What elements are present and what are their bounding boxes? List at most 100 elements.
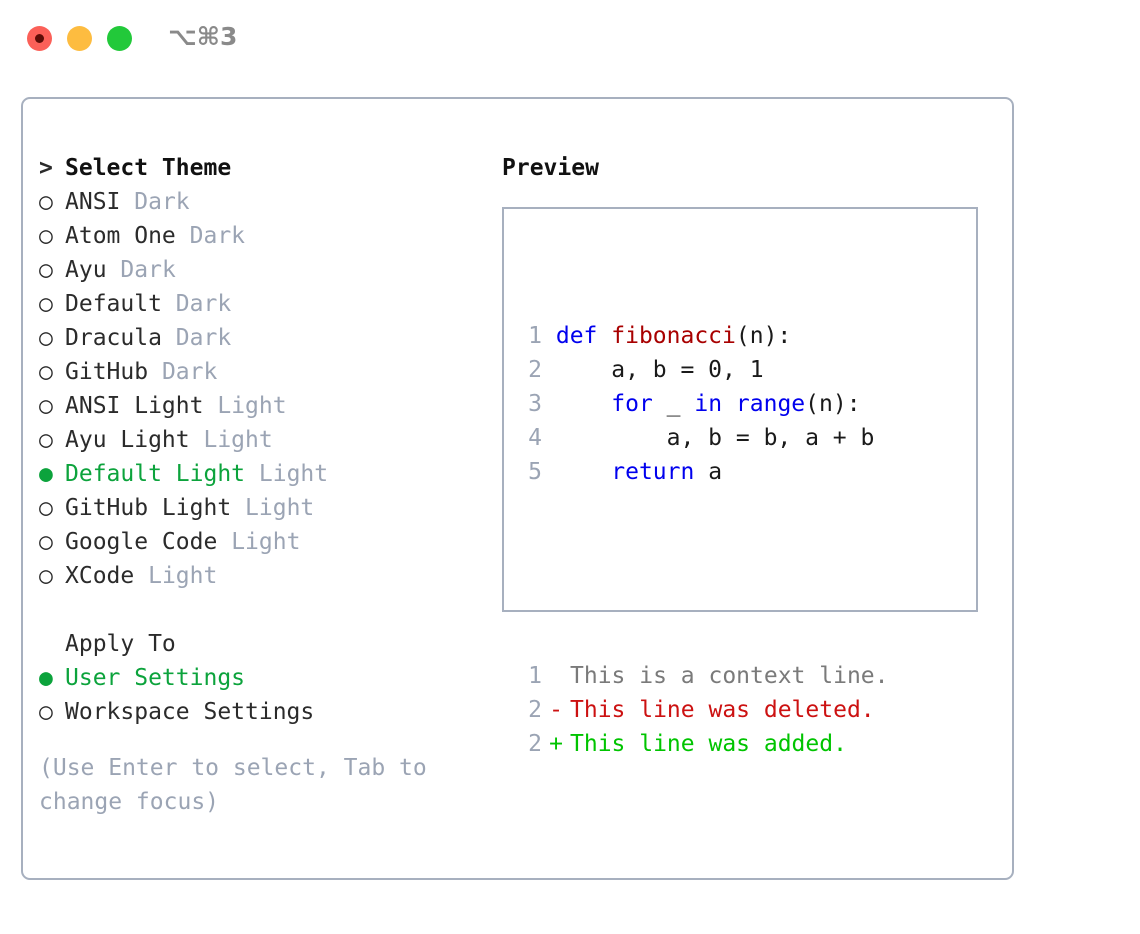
- apply-to-option-label: User Settings: [65, 665, 246, 691]
- theme-option-github-light[interactable]: ○GitHub Light Light: [39, 491, 489, 525]
- window-shortcut-label: ⌥⌘3: [168, 22, 238, 51]
- radio-selected-icon: ●: [39, 461, 53, 487]
- spacer: [134, 563, 148, 589]
- apply-to-options-list[interactable]: ●User Settings○Workspace Settings: [39, 661, 489, 729]
- theme-option-ansi-light[interactable]: ○ANSI Light Light: [39, 389, 489, 423]
- diff-line-text: This is a context line.: [570, 663, 889, 689]
- theme-option-google-code[interactable]: ○Google Code Light: [39, 525, 489, 559]
- code-line: 3 for _ in range(n):: [516, 387, 889, 421]
- select-theme-heading: > Select Theme: [39, 151, 489, 185]
- theme-option-dracula[interactable]: ○Dracula Dark: [39, 321, 489, 355]
- spacer: [162, 325, 176, 351]
- theme-option-default-light[interactable]: ● Default Light Light: [39, 457, 489, 491]
- code-token-plain: [722, 391, 736, 417]
- theme-selector-panel: >Select Theme ○ANSI Dark○Atom One Dark○A…: [21, 97, 1014, 880]
- theme-option-ansi[interactable]: ○ANSI Dark: [39, 185, 489, 219]
- apply-to-heading: Apply To: [65, 631, 176, 657]
- keyboard-hint: (Use Enter to select, Tab to change focu…: [39, 751, 459, 819]
- maximize-window-button[interactable]: [107, 26, 132, 51]
- theme-mode-badge: Light: [231, 529, 301, 555]
- minimize-window-button[interactable]: [67, 26, 92, 51]
- preview-column: Preview 1 def fibonacci(n):2 a, b = 0, 1…: [502, 151, 1002, 757]
- close-icon: [35, 34, 44, 43]
- radio-unselected-icon: ○: [39, 223, 53, 249]
- code-line: 4 a, b = b, a + b: [516, 421, 889, 455]
- spacer: [245, 461, 259, 487]
- theme-option-ayu[interactable]: ○ Ayu Dark: [39, 253, 489, 287]
- select-theme-heading-label: Select Theme: [65, 155, 232, 181]
- theme-option-name: Ayu: [65, 257, 107, 283]
- theme-option-name: Ayu Light: [65, 427, 190, 453]
- spacer: [120, 189, 134, 215]
- code-gutter-space: [542, 391, 556, 417]
- code-line-number: 4: [528, 425, 542, 451]
- code-token-fn: fibonacci: [611, 323, 736, 349]
- code-token-plain: [556, 459, 611, 485]
- theme-option-name: GitHub: [65, 359, 149, 385]
- theme-option-xcode[interactable]: ○ XCode Light: [39, 559, 489, 593]
- theme-mode-badge: Light: [258, 461, 329, 487]
- theme-option-github[interactable]: ○GitHub Dark: [39, 355, 489, 389]
- list-spacer: [39, 593, 489, 627]
- apply-to-option-user-settings[interactable]: ●User Settings: [39, 661, 489, 695]
- theme-mode-badge: Dark: [120, 257, 176, 283]
- theme-mode-badge: Light: [148, 563, 218, 589]
- code-line: 2 a, b = 0, 1: [516, 353, 889, 387]
- diff-line-add: 2+This line was added.: [516, 727, 889, 761]
- code-line-number: 1: [528, 323, 542, 349]
- diff-line-text: This line was deleted.: [570, 697, 875, 723]
- prompt-caret-icon: >: [39, 155, 53, 181]
- code-line-number: 3: [528, 391, 542, 417]
- radio-unselected-icon: ○: [39, 189, 53, 215]
- radio-unselected-icon: ○: [39, 257, 53, 283]
- code-token-plain: a: [694, 459, 723, 485]
- theme-option-name: Atom One: [65, 223, 176, 249]
- diff-line-number: 1: [528, 663, 542, 689]
- theme-option-name: Default Light: [65, 461, 246, 487]
- theme-option-name: XCode: [65, 563, 135, 589]
- code-token-kw: range: [735, 391, 806, 417]
- theme-mode-badge: Light: [245, 495, 315, 521]
- radio-unselected-icon: ○: [39, 427, 53, 453]
- code-token-plain: [556, 391, 611, 417]
- diff-line-del: 2-This line was deleted.: [516, 693, 889, 727]
- theme-mode-badge: Dark: [161, 359, 218, 385]
- spacer: [190, 427, 204, 453]
- spacer: [162, 291, 176, 317]
- code-token-plain: _: [652, 391, 695, 417]
- theme-option-default[interactable]: ○Default Dark: [39, 287, 489, 321]
- radio-unselected-icon: ○: [39, 699, 53, 725]
- diff-lines: 1 This is a context line.2-This line was…: [516, 659, 889, 761]
- code-token-kw: for: [611, 391, 653, 417]
- theme-option-name: Google Code: [65, 529, 218, 555]
- radio-unselected-icon: ○: [39, 563, 53, 589]
- code-line-number: 5: [528, 459, 542, 485]
- theme-option-ayu-light[interactable]: ○ Ayu Light Light: [39, 423, 489, 457]
- preview-heading: Preview: [502, 155, 599, 181]
- code-token-plain: (n):: [735, 323, 792, 349]
- theme-option-name: Dracula: [65, 325, 162, 351]
- code-line: 5 return a: [516, 455, 889, 489]
- code-token-plain: a, b = 0, 1: [555, 357, 764, 383]
- code-gutter-space: [542, 425, 556, 451]
- theme-options-list[interactable]: ○ANSI Dark○Atom One Dark○Ayu Dark○Defaul…: [39, 185, 489, 593]
- diff-line-context: 1 This is a context line.: [516, 659, 889, 693]
- apply-to-option-workspace-settings[interactable]: ○Workspace Settings: [39, 695, 489, 729]
- theme-mode-badge: Dark: [175, 291, 232, 317]
- theme-option-atom-one[interactable]: ○Atom One Dark: [39, 219, 489, 253]
- code-token-kw: in: [694, 391, 723, 417]
- spacer: [148, 359, 162, 385]
- code-line-number: 2: [528, 357, 542, 383]
- window-titlebar: ⌥⌘3: [0, 0, 1140, 78]
- radio-unselected-icon: ○: [39, 393, 53, 419]
- theme-list-column: >Select Theme ○ANSI Dark○Atom One Dark○A…: [39, 151, 489, 819]
- code-token-plain: a, b = b, a + b: [555, 425, 875, 451]
- theme-mode-badge: Light: [203, 427, 273, 453]
- code-token-plain: (n):: [805, 391, 861, 417]
- diff-marker-icon: -: [549, 697, 563, 723]
- theme-mode-badge: Dark: [175, 325, 232, 351]
- code-token-kw: return: [611, 459, 695, 485]
- diff-marker-icon: +: [549, 731, 563, 757]
